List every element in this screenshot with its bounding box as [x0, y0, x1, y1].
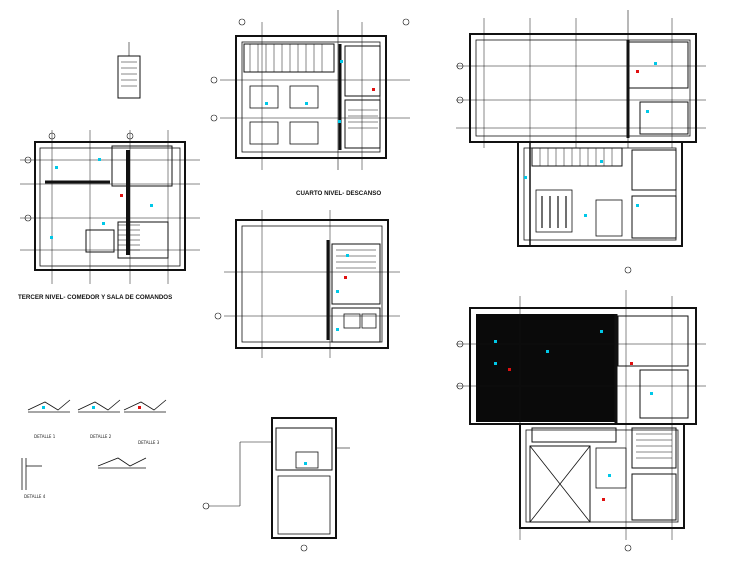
- plan-tercer-nivel: [20, 42, 200, 284]
- detalle-markers: [42, 406, 141, 409]
- detalle-4-label: DETALLE 4: [24, 494, 46, 499]
- plan-superior-derecha: [456, 10, 706, 274]
- dark-hatch-area: [476, 314, 616, 422]
- tercer-nivel-title: TERCER NIVEL- COMEDOR Y SALA DE COMANDOS: [18, 294, 172, 301]
- detalle-3-label: DETALLE 3: [138, 440, 160, 445]
- plan-inferior-derecha: [456, 290, 706, 552]
- markers-nivel-intermedio: [336, 254, 349, 331]
- markers-tercer-nivel: [50, 158, 153, 239]
- markers-cuarto-nivel: [265, 60, 375, 123]
- detalle-2-label: DETALLE 2: [90, 434, 112, 439]
- plan-inferior-centro: [202, 417, 350, 552]
- cuarto-nivel-title: CUARTO NIVEL- DESCANSO: [296, 190, 381, 197]
- markers-inferior-centro: [304, 462, 307, 465]
- detalle-1-label: DETALLE 1: [34, 434, 56, 439]
- plan-nivel-intermedio: [214, 210, 400, 358]
- markers-superior-derecha: [524, 62, 657, 217]
- markers-inferior-derecha: [494, 330, 653, 501]
- detalles-constructivos: [21, 399, 167, 490]
- plan-cuarto-nivel: [210, 10, 410, 170]
